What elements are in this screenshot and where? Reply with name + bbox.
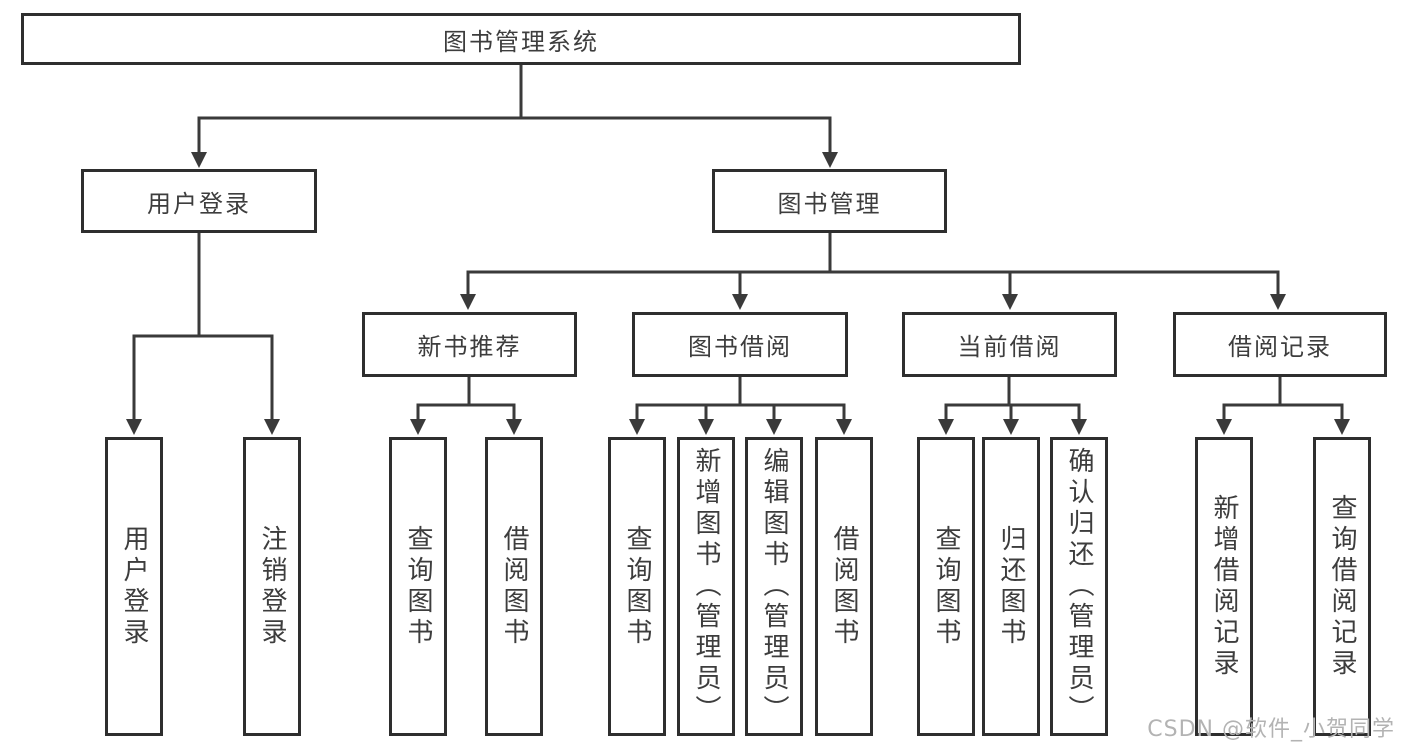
leaf-query-books-recommend: 查询图书: [389, 437, 447, 736]
leaf-edit-books-admin: 编辑图书（管理员）: [745, 437, 803, 736]
node-label: 图书借阅: [688, 333, 792, 361]
leaf-user-login: 用户登录: [105, 437, 163, 736]
node-label: 图书管理系统: [443, 27, 599, 56]
leaf-label: 新增借阅记录: [1209, 493, 1239, 680]
node-borrowing-records: 借阅记录: [1173, 312, 1387, 377]
leaf-label: 查询借阅记录: [1327, 493, 1357, 680]
leaf-label: 注销登录: [257, 524, 287, 649]
leaf-borrow-books-borrowing: 借阅图书: [815, 437, 873, 736]
leaf-add-borrow-record: 新增借阅记录: [1195, 437, 1253, 736]
node-book-borrowing: 图书借阅: [632, 312, 848, 377]
leaf-query-books-borrowing: 查询图书: [608, 437, 666, 736]
leaf-label: 新增图书（管理员）: [691, 447, 721, 726]
csdn-watermark: CSDN @软件_小贺同学: [1147, 717, 1395, 742]
node-new-book-recommendation: 新书推荐: [362, 312, 577, 377]
node-label: 新书推荐: [417, 333, 522, 361]
leaf-label: 归还图书: [996, 524, 1026, 649]
leaf-query-books-current: 查询图书: [917, 437, 975, 736]
leaf-label: 查询图书: [622, 524, 652, 649]
node-current-borrowing: 当前借阅: [902, 312, 1117, 377]
leaf-borrow-books-recommend: 借阅图书: [485, 437, 543, 736]
leaf-return-books: 归还图书: [982, 437, 1040, 736]
leaf-confirm-return-admin: 确认归还（管理员）: [1050, 437, 1108, 736]
node-label: 当前借阅: [957, 333, 1062, 361]
leaf-label: 确认归还（管理员）: [1064, 447, 1094, 726]
node-user-login: 用户登录: [81, 169, 317, 233]
node-label: 用户登录: [147, 189, 251, 218]
leaf-label: 查询图书: [403, 524, 433, 649]
leaf-label: 编辑图书（管理员）: [759, 447, 789, 726]
node-label: 图书管理: [777, 189, 882, 218]
leaf-label: 借阅图书: [829, 524, 859, 649]
node-label: 借阅记录: [1228, 333, 1332, 361]
leaf-label: 查询图书: [931, 524, 961, 649]
leaf-add-books-admin: 新增图书（管理员）: [677, 437, 735, 736]
node-library-management-system: 图书管理系统: [21, 13, 1021, 65]
leaf-logout: 注销登录: [243, 437, 301, 736]
leaf-label: 用户登录: [119, 524, 149, 649]
leaf-query-borrow-record: 查询借阅记录: [1313, 437, 1371, 736]
leaf-label: 借阅图书: [499, 524, 529, 649]
node-book-management: 图书管理: [712, 169, 947, 233]
